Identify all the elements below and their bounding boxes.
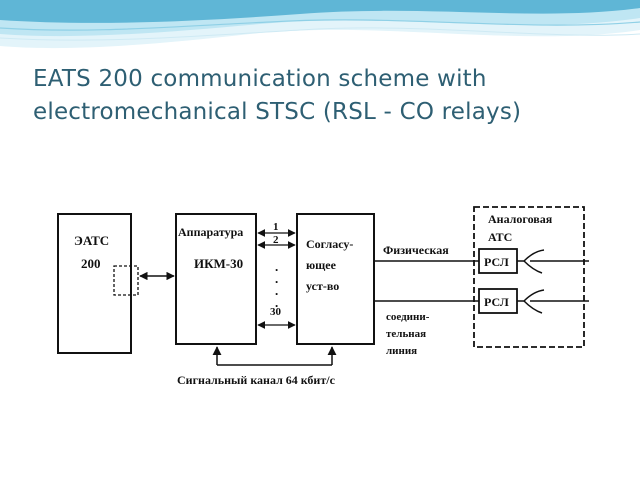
header-wave-line-2 (0, 27, 640, 41)
coordinating-device-label-3: уст-во (306, 279, 339, 293)
signal-channel-label: Сигнальный канал 64 кбит/с (177, 373, 336, 387)
rsl-relay-1-contact-b (523, 260, 543, 274)
channel-30-label: 30 (270, 306, 282, 318)
channel-dots-4: . (275, 295, 278, 310)
header-wave-line (0, 19, 640, 31)
header-wave-decoration (0, 0, 640, 49)
analog-ats-label-1: Аналоговая (488, 212, 553, 226)
slide-title-line-2: electromechanical STSC (RSL - CO relays) (33, 99, 522, 125)
rsl-relay-2-contact-b (523, 300, 543, 314)
slide-title-line-1: EATS 200 communication scheme with (33, 66, 487, 92)
analog-ats-block (473, 206, 585, 348)
physical-line-label-3: тельная (386, 328, 426, 340)
slide-title: EATS 200 communication scheme with elect… (33, 63, 623, 129)
eats-interface-dashed (113, 265, 139, 296)
physical-line-label-1: Физическая (383, 243, 449, 257)
physical-line-label-2: соедини- (386, 311, 430, 323)
rsl-relay-1-contact (517, 249, 545, 262)
analog-ats-label-2: АТС (488, 230, 512, 244)
eats-block (57, 213, 132, 354)
channel-dots-3: . (275, 283, 278, 298)
eats-number: 200 (81, 256, 101, 271)
pcm-label: Аппаратура (178, 225, 243, 239)
physical-line-label-4: линия (386, 345, 417, 357)
rsl-relay-2-contact (517, 289, 545, 302)
channel-1-label: 1 (273, 221, 279, 233)
channel-dots-2: . (275, 271, 278, 286)
pcm-model: ИКМ-30 (194, 256, 243, 271)
coordinating-device-label-1: Согласу- (306, 237, 353, 251)
eats-label: ЭАТС (74, 233, 109, 248)
channel-2-label: 2 (273, 234, 279, 246)
header-wave-dark (0, 0, 640, 23)
communication-scheme-diagram: ЭАТС 200 Аппаратура ИКМ-30 1 2 . . . . 3… (57, 206, 589, 387)
pcm-block (175, 213, 257, 345)
coordinating-device-label-2: ющее (306, 258, 337, 272)
rsl-relay-1-label: РСЛ (484, 255, 509, 269)
rsl-relay-2-label: РСЛ (484, 295, 509, 309)
coordinating-device-block (296, 213, 375, 345)
channel-dots-1: . (275, 259, 278, 274)
